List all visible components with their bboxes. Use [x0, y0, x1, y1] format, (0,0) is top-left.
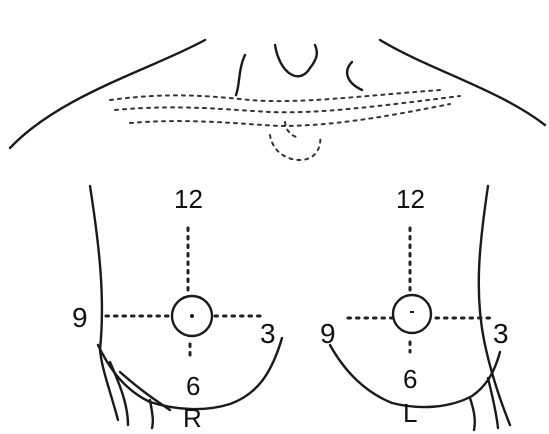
right-clock-6-label: 6: [186, 373, 200, 399]
left-clock-6-label: 6: [403, 366, 417, 392]
right-nipple-dot: [190, 314, 194, 318]
right-clock-3-label: 3: [260, 320, 276, 348]
right-clock-axes: [106, 228, 262, 356]
neck-left-curve: [236, 55, 245, 95]
neck-right-curve: [347, 62, 362, 90]
left-body-side: [479, 186, 510, 425]
neck-center-curve: [275, 45, 317, 76]
clavicle-dots: [110, 90, 460, 160]
right-body-side: [90, 186, 118, 420]
left-clock-9-label: 9: [320, 320, 336, 348]
right-clock-12-label: 12: [174, 186, 203, 212]
right-shoulder-line: [380, 40, 545, 125]
right-clock-9-label: 9: [72, 304, 88, 332]
right-breast-fold-3: [150, 400, 153, 428]
torso-outline: [10, 40, 545, 148]
left-side-label: L: [403, 400, 417, 426]
left-clock-3-label: 3: [493, 320, 509, 348]
left-breast-fold-1: [470, 398, 475, 430]
right-breast-fold-2: [120, 372, 170, 410]
right-side-label: R: [183, 405, 202, 431]
left-nipple-circle: [393, 295, 431, 333]
body-sides: [90, 186, 510, 425]
left-shoulder-line: [10, 40, 205, 148]
left-clock-axes: [348, 228, 492, 352]
left-clock-12-label: 12: [396, 186, 425, 212]
